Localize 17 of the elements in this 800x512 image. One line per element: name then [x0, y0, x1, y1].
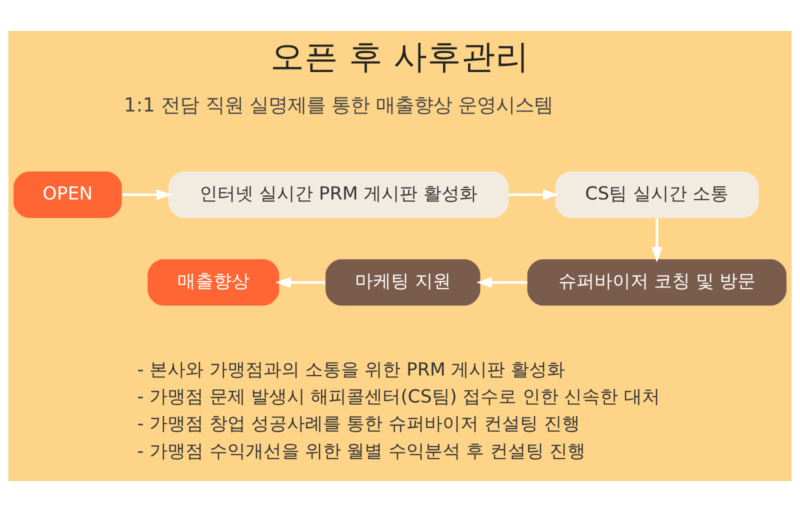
label: 1:1 전담 직원 실명제를 통한 매출향상 운영시스템 [124, 94, 553, 117]
node-box: OPEN [14, 172, 122, 218]
diagram-title: 오픈 후 사후관리 [270, 37, 530, 76]
arrow [508, 189, 558, 200]
label: - 가맹점 수익개선을 위한 월별 수익분석 후 컨설팅 진행 [137, 440, 586, 462]
node-box: 인터넷 실시간 PRM 게시판 활성화 [168, 172, 509, 218]
arrow [122, 189, 172, 200]
node-box: 매출향상 [148, 259, 280, 306]
label: - 가맹점 문제 발생시 해피콜센터(CS팀) 접수로 인한 신속한 대처 [137, 386, 660, 408]
node-box: CS팀 실시간 소통 [555, 172, 759, 218]
arrow [651, 218, 662, 263]
node-box: 마케팅 지원 [326, 259, 480, 306]
label: - 본사와 가맹점과의 소통을 위한 PRM 게시판 활성화 [137, 360, 565, 381]
arrow [275, 277, 326, 288]
label: - 가맹점 창업 성공사례를 통한 슈퍼바이저 컨설팅 진행 [137, 414, 580, 435]
arrow [476, 277, 528, 288]
node-box: 슈퍼바이저 코칭 및 방문 [527, 259, 786, 306]
